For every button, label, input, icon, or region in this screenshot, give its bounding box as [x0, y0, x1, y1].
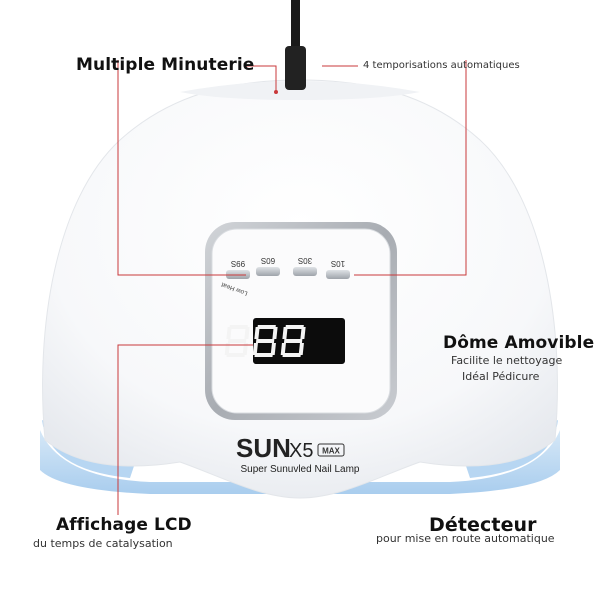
lcd-segment [270, 343, 276, 355]
dome-callout-title: Dôme Amovible [443, 333, 595, 353]
lcd-segment [229, 325, 248, 329]
timer-button-face[interactable] [256, 267, 280, 276]
dome-callout-line1: Facilite le nettoyage [451, 354, 563, 367]
lcd-segment [272, 327, 278, 339]
lcd-segment [252, 343, 258, 355]
timer-button-label: 10S [331, 259, 345, 268]
lcd-segment [226, 353, 245, 357]
cable-plug [285, 46, 306, 90]
lcd-segment [242, 343, 248, 355]
brand-name: SUN [236, 433, 291, 463]
timer-button-face[interactable] [326, 270, 350, 279]
timer-button-10s[interactable]: 10S [326, 259, 350, 279]
lcd-callout-title: Affichage LCD [56, 515, 192, 535]
lcd-segment [224, 343, 230, 355]
sensor-callout-subtitle: pour mise en route automatique [376, 532, 555, 545]
callout-line-lcd [117, 344, 253, 515]
lcd-segment [226, 327, 232, 339]
lcd-segment [300, 327, 306, 339]
lcd-segment [227, 339, 247, 343]
lcd-segment [244, 327, 250, 339]
max-badge-frame [317, 443, 345, 457]
callout-dot-1 [274, 90, 278, 94]
lcd-segment [298, 343, 304, 355]
lcd-segment [280, 343, 286, 355]
power-cable [291, 0, 300, 48]
callout-line-timer-button [117, 60, 246, 276]
timer-callout-title: Multiple Minuterie [76, 55, 255, 75]
base-glow [40, 430, 560, 494]
lcd-segment [257, 325, 276, 329]
lcd-segment [285, 325, 304, 329]
lcd-segment [282, 327, 288, 339]
dome-top-highlight [180, 81, 420, 100]
model-name: X5 [289, 440, 313, 462]
lamp-tagline: Super Sunuvled Nail Lamp [241, 464, 360, 475]
lcd-segment [282, 353, 301, 357]
max-badge: MAX [322, 447, 340, 456]
lcd-segment [254, 353, 273, 357]
sensor-callout-title: Détecteur [429, 514, 537, 536]
timer-button-30s[interactable]: 30S [293, 256, 317, 276]
lcd-digits [224, 325, 306, 357]
lcd-segment [254, 327, 260, 339]
timer-button-label: 60S [261, 256, 275, 265]
callout-line-timer [245, 65, 277, 92]
timer-button-face[interactable] [293, 267, 317, 276]
lcd-callout-subtitle: du temps de catalysation [33, 537, 173, 550]
timer-button-label: 99S [231, 259, 245, 268]
dome-callout-line2: Idéal Pédicure [462, 370, 540, 383]
lcd-segment [255, 339, 275, 343]
timer-button-60s[interactable]: 60S [256, 256, 280, 276]
callout-lines [117, 60, 467, 515]
timer-button-label: 30S [298, 256, 312, 265]
callout-line-auto-right [354, 60, 467, 276]
auto-callout-title: 4 temporisations automatiques [363, 60, 520, 71]
lcd-segment [283, 339, 303, 343]
